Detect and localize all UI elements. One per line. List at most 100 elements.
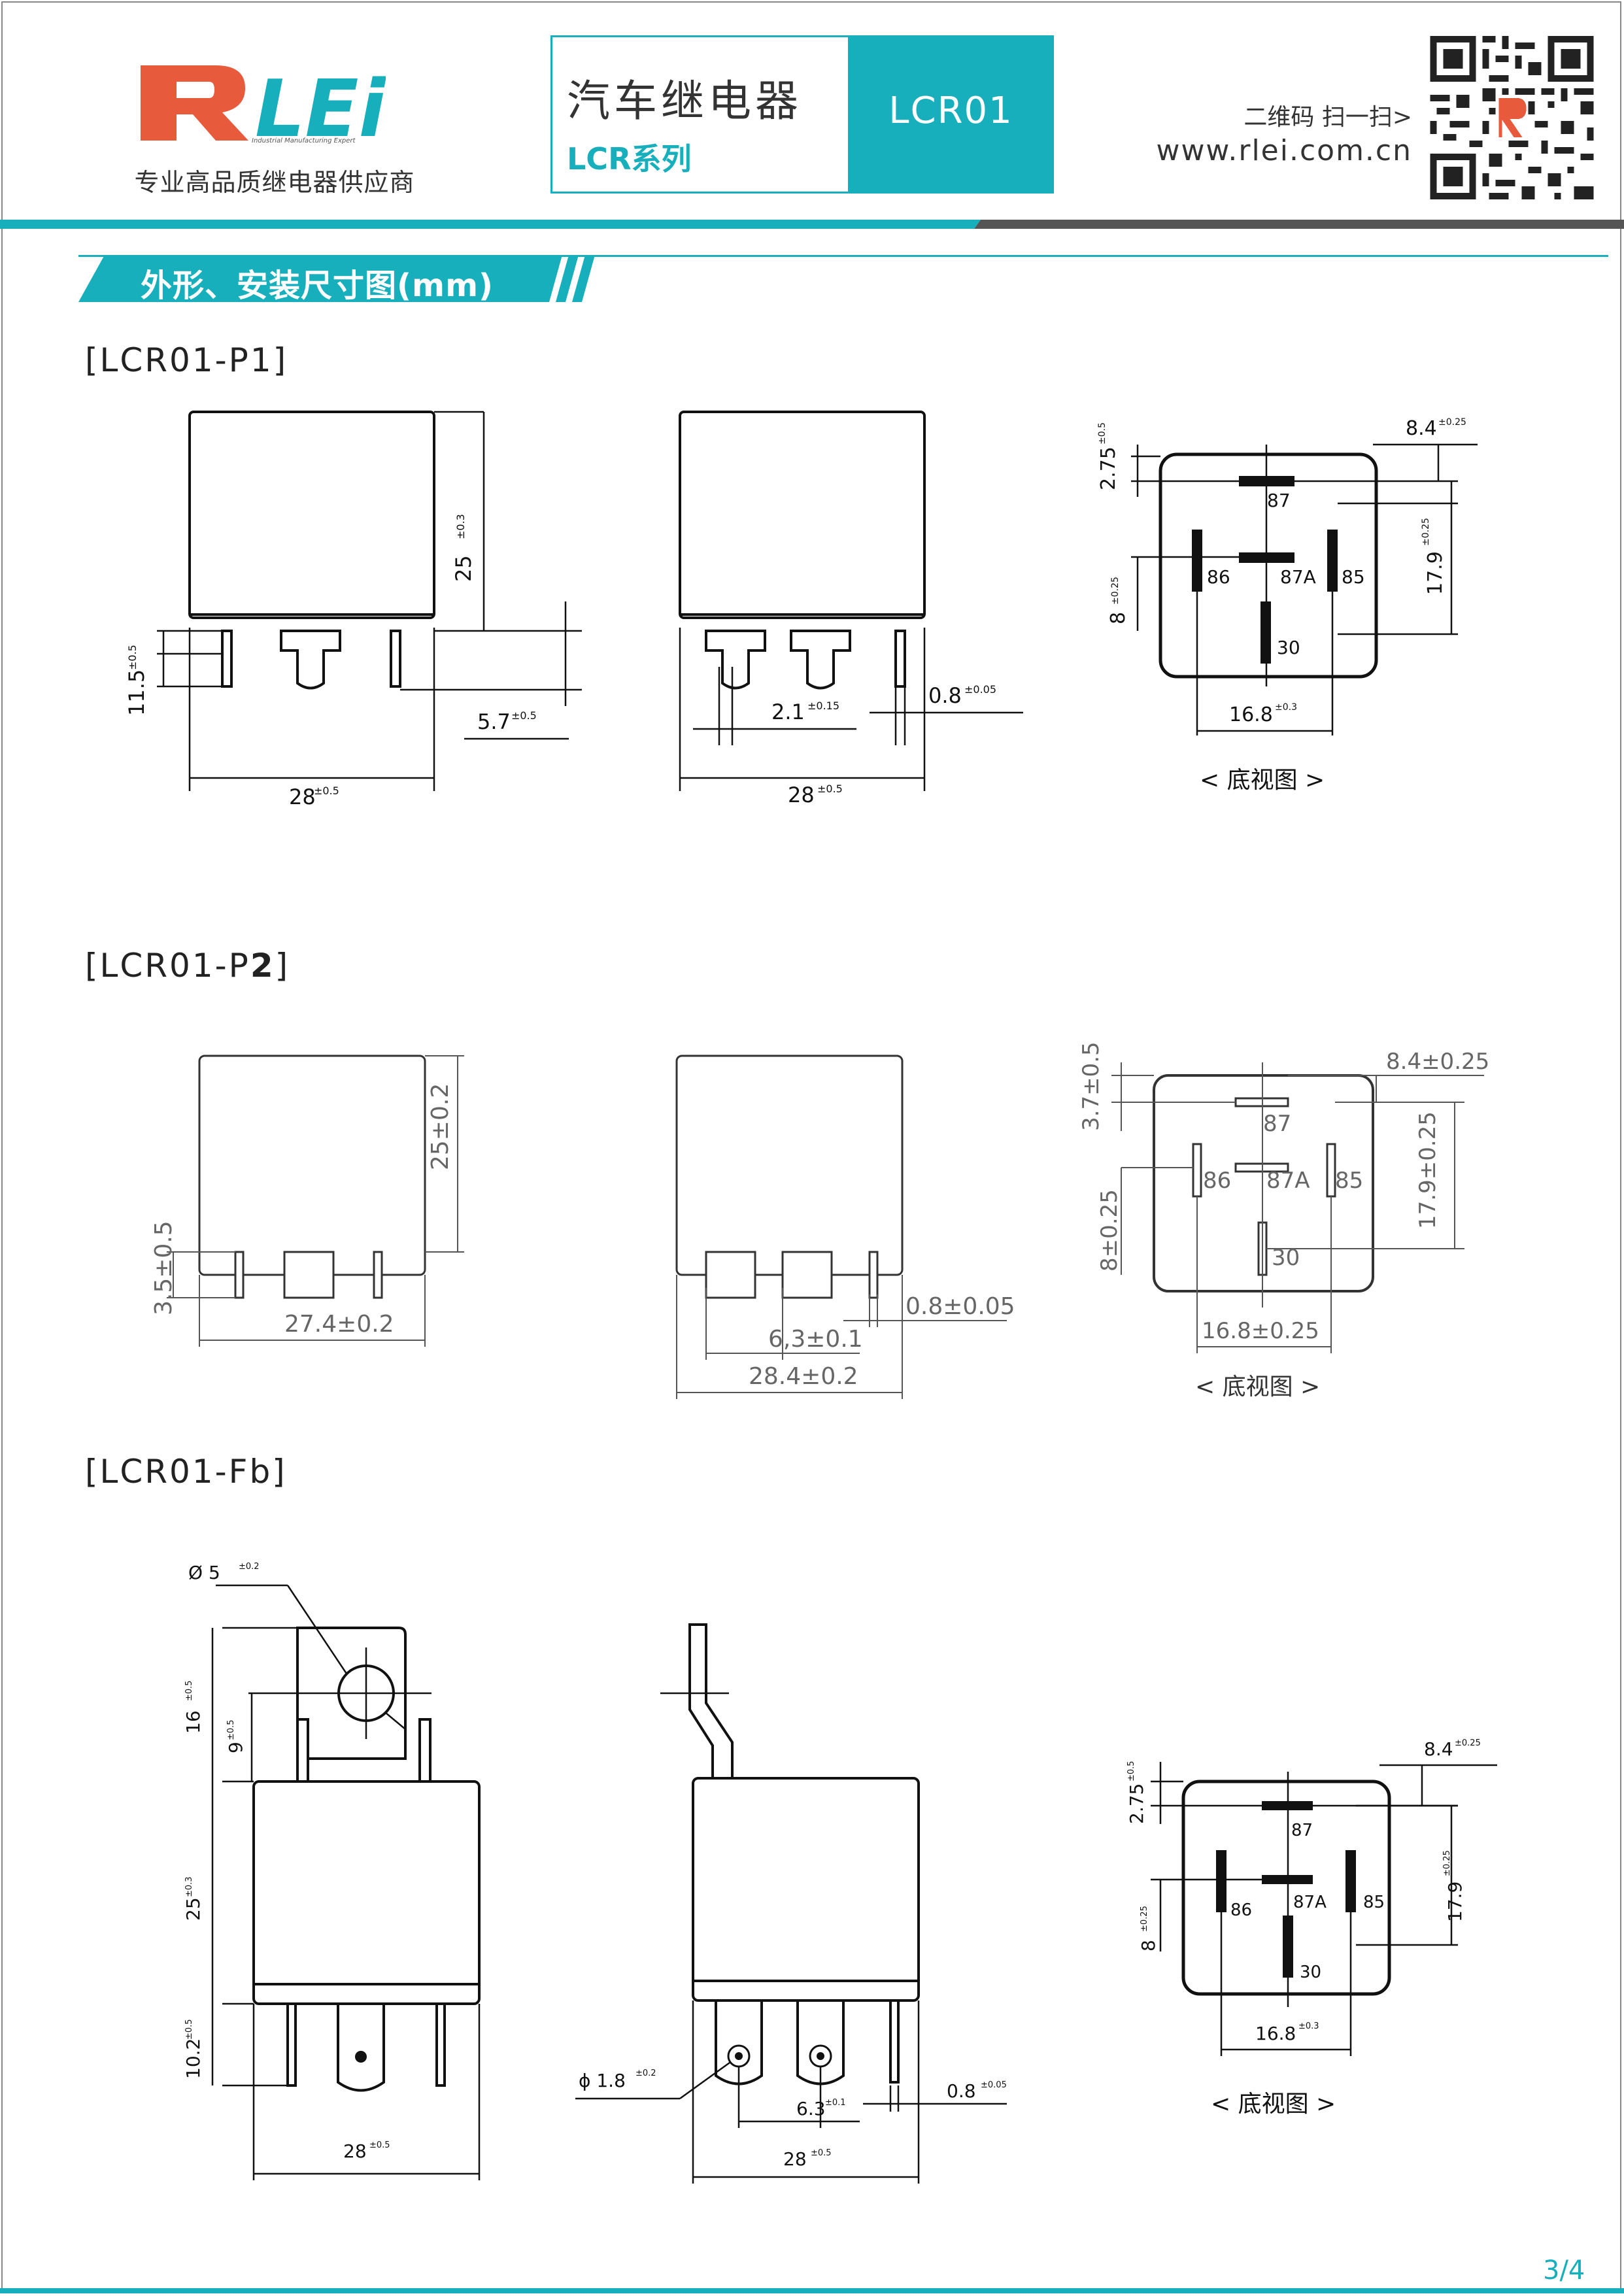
- svg-text:86: 86: [1207, 566, 1230, 588]
- pin-hole: [355, 2051, 367, 2063]
- qr-code-icon: [1430, 36, 1594, 199]
- svg-text:28: 28: [788, 783, 815, 807]
- svg-text:2.1: 2.1: [771, 700, 805, 724]
- terminal-pin: [715, 1999, 763, 2085]
- svg-text:28: 28: [343, 2140, 367, 2162]
- relay-body: [692, 1777, 920, 2002]
- svg-text:±0.2: ±0.2: [239, 1562, 260, 1572]
- svg-text:0.8: 0.8: [947, 2080, 976, 2102]
- svg-text:±0.5: ±0.5: [1097, 422, 1108, 445]
- svg-text:9: 9: [225, 1742, 246, 1753]
- svg-text:8: 8: [1107, 612, 1130, 624]
- svg-text:28: 28: [783, 2148, 807, 2170]
- fb-side-view: ϕ 1.8 ±0.2 6.3 ±0.1 0.8 ±0.05 28 ±0.5: [575, 1623, 1007, 2184]
- p1-bottom-view: 87 87A 86 85 30 2.75 ±0.5 8.4 ±0.25 17.9…: [1097, 417, 1478, 794]
- mounting-bracket: [688, 1623, 734, 1786]
- svg-text:17.9±0.25: 17.9±0.25: [1415, 1111, 1441, 1229]
- page-number: 3/4: [1543, 2255, 1585, 2286]
- svg-text:27.4±0.2: 27.4±0.2: [284, 1311, 394, 1338]
- svg-text:±0.5: ±0.5: [226, 1719, 236, 1740]
- svg-text:3.7±0.5: 3.7±0.5: [1078, 1041, 1104, 1131]
- svg-text:< 底视图 >: < 底视图 >: [1200, 767, 1325, 794]
- svg-text:16.8: 16.8: [1229, 703, 1273, 726]
- svg-text:5.7: 5.7: [477, 709, 511, 734]
- svg-text:87: 87: [1263, 1111, 1291, 1137]
- terminal-pin: [286, 2002, 297, 2087]
- svg-text:8.4±0.25: 8.4±0.25: [1386, 1049, 1489, 1075]
- svg-text:LEi: LEi: [255, 64, 386, 144]
- svg-text:10.2: 10.2: [182, 2038, 204, 2079]
- svg-text:17.9: 17.9: [1444, 1882, 1466, 1922]
- tagline: 专业高品质继电器供应商: [134, 168, 415, 197]
- svg-text:87A: 87A: [1293, 1893, 1327, 1912]
- terminal-pin: [894, 630, 906, 688]
- svg-text:25: 25: [182, 1897, 204, 1921]
- section-title: 外形、安装尺寸图(mm): [141, 267, 494, 304]
- svg-text:±0.25: ±0.25: [1438, 417, 1466, 428]
- svg-text:30: 30: [1300, 1963, 1321, 1982]
- svg-text:±0.5: ±0.5: [314, 785, 339, 797]
- svg-text:±0.5: ±0.5: [1126, 1761, 1136, 1781]
- relay-base-outline: [1153, 1074, 1374, 1292]
- terminal-pin: [234, 1251, 245, 1299]
- fb-bottom-view: 87 87A 86 85 30 2.75 ±0.5 8.4 ±0.25 17.9…: [1126, 1738, 1497, 2118]
- svg-text:87: 87: [1291, 1821, 1313, 1840]
- svg-text:87: 87: [1267, 490, 1291, 511]
- svg-text:±0.25: ±0.25: [1455, 1738, 1481, 1748]
- terminal-pin: [221, 630, 233, 688]
- p2-front-view: 25±0.2 3.5±0.5 27.4±0.2: [150, 1055, 464, 1347]
- svg-text:28.4±0.2: 28.4±0.2: [749, 1363, 858, 1390]
- terminal-pin: [373, 1251, 383, 1299]
- terminal-pin: [283, 1251, 335, 1299]
- svg-text:±0.5: ±0.5: [126, 645, 139, 670]
- svg-text:16.8: 16.8: [1255, 2023, 1296, 2044]
- svg-text:2.75: 2.75: [1126, 1783, 1147, 1824]
- svg-text:25±0.2: 25±0.2: [427, 1083, 454, 1170]
- svg-text:±0.25: ±0.25: [1442, 1850, 1452, 1876]
- variant-label-p2: [LCR01-P2]: [85, 947, 290, 985]
- svg-text:±0.25: ±0.25: [1140, 1906, 1149, 1932]
- pin-pads: [1216, 1801, 1356, 1978]
- terminal-pin: [790, 630, 851, 690]
- svg-text:3.5±0.5: 3.5±0.5: [150, 1221, 177, 1315]
- svg-text:30: 30: [1272, 1245, 1300, 1271]
- svg-text:±0.1: ±0.1: [825, 2098, 846, 2108]
- terminal-pin: [796, 1999, 845, 2085]
- relay-body: [188, 411, 435, 619]
- svg-text:±0.05: ±0.05: [964, 683, 996, 696]
- variant-label-fb: [LCR01-Fb]: [85, 1453, 287, 1491]
- svg-text:85: 85: [1363, 1893, 1385, 1912]
- terminal-pin: [337, 2002, 385, 2092]
- svg-text:8±0.25: 8±0.25: [1096, 1189, 1123, 1272]
- svg-text:85: 85: [1342, 566, 1365, 588]
- svg-text:±0.15: ±0.15: [807, 700, 839, 712]
- svg-text:86: 86: [1230, 1900, 1252, 1920]
- svg-text:±0.25: ±0.25: [1421, 518, 1431, 546]
- p1-side-view: 2.1 ±0.15 0.8 ±0.05 28 ±0.5: [679, 411, 1023, 807]
- footer-rule: [0, 2288, 1624, 2293]
- variant-label-p1: [LCR01-P1]: [85, 341, 288, 379]
- header-rule: [0, 220, 1624, 229]
- svg-text:±0.5: ±0.5: [184, 1680, 194, 1701]
- svg-text:±0.5: ±0.5: [811, 2148, 832, 2158]
- svg-text:0.8: 0.8: [928, 683, 962, 708]
- svg-text:±0.5: ±0.5: [369, 2140, 390, 2150]
- svg-text:±0.5: ±0.5: [817, 783, 843, 795]
- svg-text:2.75: 2.75: [1097, 447, 1120, 490]
- svg-text:±0.05: ±0.05: [981, 2080, 1007, 2090]
- svg-text:±0.3: ±0.3: [454, 514, 467, 539]
- product-title: 汽车继电器: [567, 76, 802, 126]
- svg-text:6,3±0.1: 6,3±0.1: [768, 1326, 863, 1353]
- svg-text:8.4: 8.4: [1424, 1738, 1453, 1760]
- svg-text:16: 16: [182, 1710, 204, 1734]
- svg-text:86: 86: [1203, 1168, 1231, 1194]
- terminal-pin: [705, 1251, 756, 1299]
- svg-text:87A: 87A: [1266, 1168, 1310, 1194]
- svg-text:Industrial Manufacturing Exper: Industrial Manufacturing Expert: [252, 137, 356, 144]
- svg-text:28: 28: [289, 785, 316, 809]
- terminal-pin: [390, 630, 401, 688]
- svg-text:±0.3: ±0.3: [1298, 2021, 1319, 2031]
- svg-text:±0.2: ±0.2: [635, 2068, 656, 2078]
- terminal-pin: [868, 1251, 879, 1299]
